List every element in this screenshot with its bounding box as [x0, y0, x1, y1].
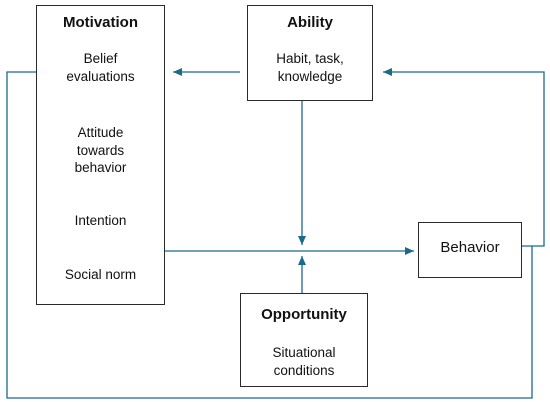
attitude-towards-behavior: Attitude towards behavior: [37, 124, 164, 177]
attitude-line3: behavior: [74, 160, 127, 176]
behavior-label: Behavior: [440, 239, 500, 256]
feedback-loop-to-motivation: [6, 68, 533, 399]
feedback-loop-to-ability: [383, 68, 545, 247]
belief-evaluations: Belief evaluations: [37, 50, 164, 85]
belief-line1: Belief: [83, 51, 118, 66]
social-norm-label: Social norm: [64, 267, 137, 282]
intention-label: Intention: [74, 213, 127, 228]
behavior-box: Behavior: [418, 222, 522, 278]
motivation-box: Motivation Belief evaluations Attitude t…: [36, 5, 165, 305]
motivation-title: Motivation: [63, 14, 138, 31]
opportunity-description: Situational conditions: [241, 344, 367, 379]
ability-box: Ability Habit, task, knowledge: [247, 5, 373, 101]
belief-line2: evaluations: [66, 68, 135, 84]
ability-line1: Habit, task,: [276, 51, 344, 66]
opportunity-line1: Situational: [272, 345, 336, 360]
ability-title: Ability: [287, 14, 333, 31]
opportunity-box: Opportunity Situational conditions: [240, 293, 368, 387]
opportunity-line2: conditions: [273, 362, 335, 378]
attitude-line2: towards: [76, 142, 125, 158]
opportunity-title: Opportunity: [261, 306, 347, 323]
ability-description: Habit, task, knowledge: [248, 50, 372, 85]
ability-line2: knowledge: [277, 68, 343, 84]
attitude-line1: Attitude: [77, 125, 124, 140]
